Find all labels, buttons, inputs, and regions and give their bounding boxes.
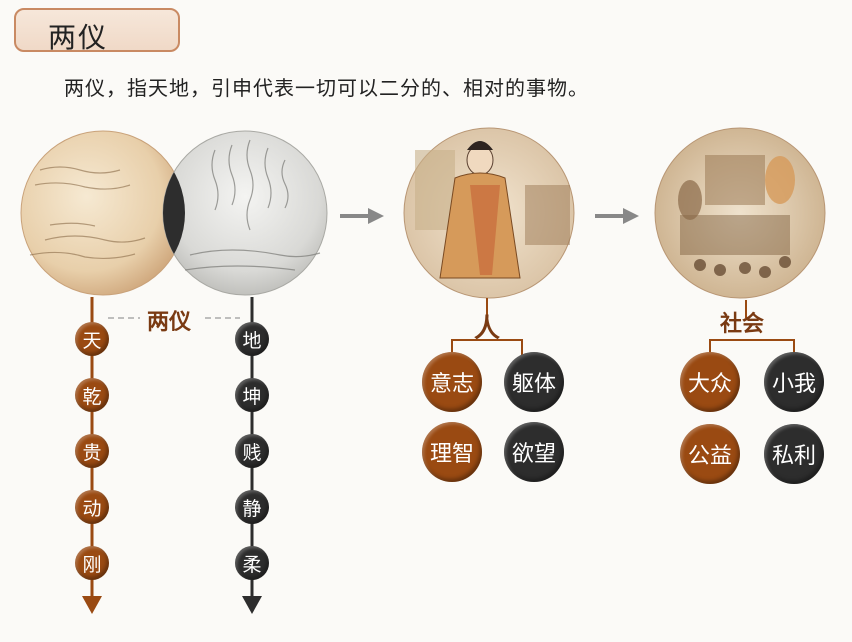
yin-node-1: 地: [235, 322, 269, 356]
yang-node-1: 天: [75, 322, 109, 356]
yin-node-2: 坤: [235, 378, 269, 412]
society-node-public: 大众: [680, 352, 740, 412]
person-scene-circle: [403, 127, 575, 299]
person-node-reason: 理智: [422, 422, 482, 482]
yang-node-2: 乾: [75, 378, 109, 412]
person-label: 人: [474, 314, 501, 344]
yin-node-5: 柔: [235, 546, 269, 580]
society-scene-circle: [654, 127, 826, 299]
yin-node-3: 贱: [235, 434, 269, 468]
yin-node-4: 静: [235, 490, 269, 524]
description-text: 两仪，指天地，引申代表一切可以二分的、相对的事物。: [64, 76, 589, 100]
society-label: 社会: [720, 311, 765, 337]
yin-axis-arrowhead: [242, 596, 262, 614]
society-node-common-good: 公益: [680, 424, 740, 484]
heaven-circle: [20, 130, 186, 296]
yang-node-3: 贵: [75, 434, 109, 468]
person-node-body: 躯体: [504, 352, 564, 412]
yang-node-4: 动: [75, 490, 109, 524]
society-node-private-gain: 私利: [764, 424, 824, 484]
person-connectors: [451, 298, 523, 358]
yang-axis-arrowhead: [82, 596, 102, 614]
person-node-will: 意志: [422, 352, 482, 412]
yang-node-5: 刚: [75, 546, 109, 580]
arrow-to-society: [595, 208, 639, 224]
arrow-to-person: [340, 208, 384, 224]
society-node-self: 小我: [764, 352, 824, 412]
earth-circle: [162, 130, 328, 296]
center-label: 两仪: [147, 309, 192, 335]
person-node-desire: 欲望: [504, 422, 564, 482]
page-title: 两仪: [48, 21, 109, 54]
society-connectors: [709, 300, 795, 358]
title-tab: 两仪: [14, 8, 180, 54]
